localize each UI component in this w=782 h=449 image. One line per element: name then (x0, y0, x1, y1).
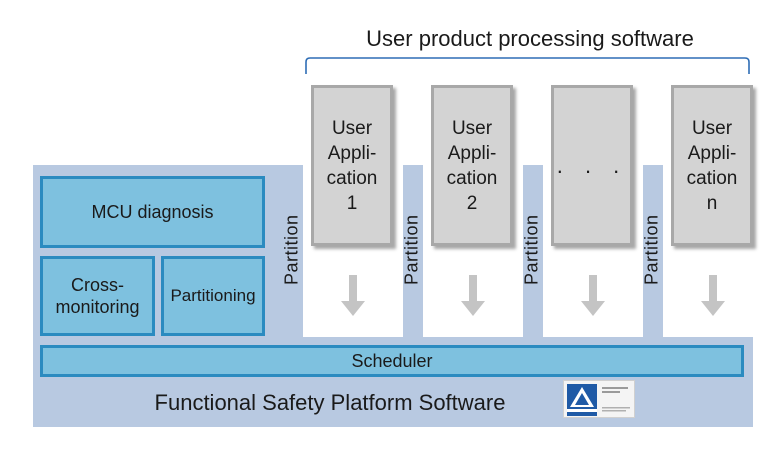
app-2-line-4: 2 (466, 192, 478, 214)
app-1-line-1: User (331, 117, 373, 139)
user-software-bracket (305, 57, 750, 74)
down-arrow-1 (341, 275, 365, 316)
partition-label-2: Partition (401, 214, 422, 286)
down-arrow-2 (461, 275, 485, 316)
user-application-1: User Appli- cation 1 (311, 85, 393, 246)
app-ellipsis: . . . (556, 153, 628, 178)
partitioning-label: Partitioning (170, 286, 256, 305)
app-n-line-2: Appli- (687, 142, 737, 164)
app-1-line-4: 1 (346, 192, 358, 214)
mcu-diagnosis-module: MCU diagnosis (40, 176, 265, 248)
app-2-line-1: User (451, 117, 493, 139)
tuv-certification-seal (563, 380, 635, 418)
down-arrow-3 (581, 275, 605, 316)
mcu-diagnosis-label: MCU diagnosis (91, 202, 214, 222)
platform-title: Functional Safety Platform Software (154, 390, 506, 415)
partition-label-1: Partition (281, 214, 302, 286)
app-2-line-2: Appli- (447, 142, 497, 164)
cross-monitoring-label-line-1: Cross- (71, 275, 124, 295)
partition-label-4: Partition (641, 214, 662, 286)
app-n-line-4: n (706, 192, 718, 214)
user-software-title: User product processing software (366, 26, 694, 51)
user-application-2: User Appli- cation 2 (431, 85, 513, 246)
cross-monitoring-label-line-2: monitoring (55, 297, 140, 317)
partition-label-3: Partition (521, 214, 542, 286)
user-application-more: . . . (551, 85, 633, 246)
user-application-n: User Appli- cation n (671, 85, 753, 246)
scheduler-label: Scheduler (351, 351, 433, 371)
app-n-line-1: User (691, 117, 733, 139)
app-2-line-3: cation (446, 167, 498, 189)
tuv-seal-icon (567, 384, 630, 416)
app-1-line-2: Appli- (327, 142, 377, 164)
down-arrow-n (701, 275, 725, 316)
app-n-line-3: cation (686, 167, 738, 189)
partitioning-module: Partitioning (161, 256, 265, 336)
scheduler-module: Scheduler (40, 345, 744, 377)
cross-monitoring-module: Cross- monitoring (40, 256, 155, 336)
app-1-line-3: cation (326, 167, 378, 189)
